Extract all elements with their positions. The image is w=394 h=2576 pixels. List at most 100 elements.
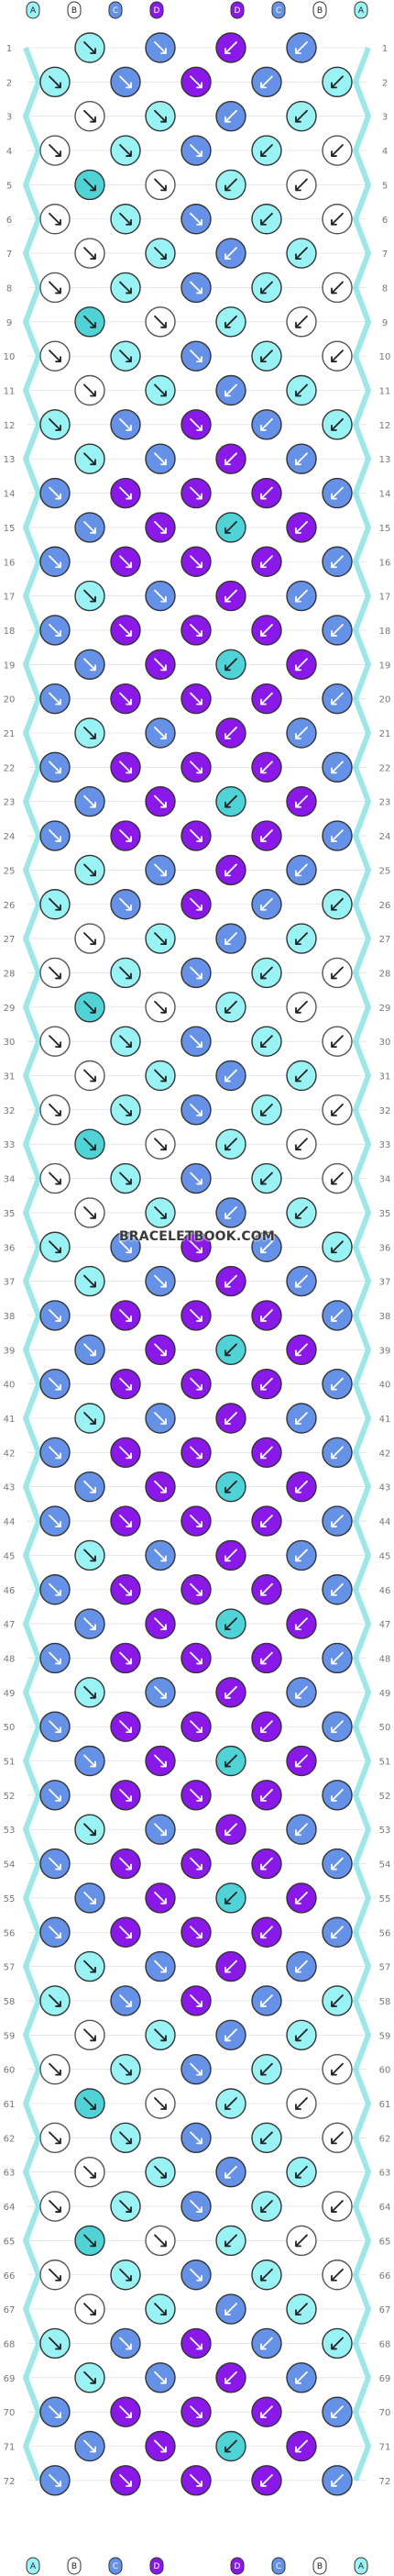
- arrow-down-right-icon: [83, 41, 96, 54]
- row-number-right: 32: [379, 1106, 391, 1116]
- bottom-strand-C: [271, 2557, 286, 2575]
- row-number-right: 48: [379, 1654, 391, 1664]
- row-number-left: 35: [4, 1209, 16, 1219]
- arrow-down-right-icon: [154, 2439, 167, 2453]
- strand-label: D: [235, 6, 241, 16]
- row-number-left: 50: [4, 1723, 16, 1733]
- row-number-right: 66: [379, 2271, 391, 2282]
- arrow-down-left-icon: [295, 1960, 308, 1973]
- arrow-down-right-icon: [190, 1651, 202, 1665]
- arrow-down-left-icon: [260, 829, 273, 842]
- arrow-down-left-icon: [331, 2473, 344, 2487]
- arrow-down-right-icon: [49, 761, 61, 774]
- arrow-down-right-icon: [49, 1377, 61, 1391]
- arrow-down-right-icon: [49, 350, 61, 363]
- arrow-down-right-icon: [83, 932, 96, 945]
- arrow-down-left-icon: [331, 486, 344, 500]
- arrow-down-left-icon: [224, 2303, 237, 2315]
- arrow-down-right-icon: [49, 1651, 61, 1665]
- row-number-right: 10: [379, 352, 391, 362]
- arrow-down-left-icon: [295, 932, 308, 945]
- arrow-down-left-icon: [331, 1926, 344, 1939]
- row-number-right: 25: [379, 866, 391, 876]
- row-number-left: 63: [4, 2169, 16, 2179]
- arrow-down-right-icon: [83, 2303, 96, 2315]
- arrow-down-right-icon: [49, 2131, 61, 2145]
- arrow-down-left-icon: [331, 1446, 344, 1460]
- arrow-down-right-icon: [119, 212, 132, 226]
- row-number-left: 59: [4, 2031, 16, 2041]
- arrow-down-left-icon: [295, 1206, 308, 1219]
- arrow-down-right-icon: [119, 1994, 132, 2007]
- arrow-down-right-icon: [49, 1240, 61, 1254]
- arrow-down-left-icon: [224, 1960, 237, 1973]
- arrow-down-right-icon: [190, 555, 202, 569]
- arrow-down-right-icon: [49, 2405, 61, 2419]
- arrow-down-right-icon: [49, 212, 61, 226]
- arrow-down-left-icon: [331, 1515, 344, 1527]
- arrow-down-left-icon: [224, 315, 237, 328]
- strand-label: A: [358, 2562, 365, 2571]
- row-number-right: 72: [379, 2477, 391, 2487]
- row-number-left: 43: [4, 1483, 16, 1493]
- row-number-right: 67: [379, 2305, 391, 2315]
- row-number-right: 52: [379, 1792, 391, 1802]
- row-number-right: 47: [379, 1620, 391, 1630]
- arrow-down-left-icon: [260, 2405, 273, 2419]
- arrow-down-left-icon: [295, 41, 308, 54]
- arrow-down-left-icon: [260, 555, 273, 569]
- top-strand-B: [312, 1, 327, 19]
- arrow-down-left-icon: [260, 486, 273, 500]
- arrow-down-left-icon: [295, 178, 308, 192]
- arrow-down-right-icon: [119, 624, 132, 637]
- arrow-down-right-icon: [154, 932, 167, 945]
- arrow-down-right-icon: [190, 1377, 202, 1391]
- row-number-left: 38: [4, 1312, 16, 1322]
- row-number-right: 45: [379, 1551, 391, 1561]
- arrow-down-right-icon: [154, 1960, 167, 1973]
- arrow-down-right-icon: [49, 1103, 61, 1116]
- arrow-down-right-icon: [190, 692, 202, 705]
- arrow-down-left-icon: [331, 624, 344, 637]
- arrow-down-left-icon: [295, 1138, 308, 1151]
- arrow-down-right-icon: [190, 1788, 202, 1802]
- arrow-down-left-icon: [260, 2268, 273, 2282]
- arrow-down-right-icon: [190, 2473, 202, 2487]
- arrow-down-right-icon: [190, 212, 202, 226]
- arrow-down-right-icon: [83, 1617, 96, 1630]
- row-number-left: 19: [4, 661, 16, 671]
- row-number-left: 41: [4, 1415, 16, 1425]
- arrow-down-right-icon: [49, 1788, 61, 1802]
- arrow-down-left-icon: [224, 2371, 237, 2384]
- arrow-down-left-icon: [224, 2439, 237, 2453]
- arrow-down-left-icon: [260, 417, 273, 431]
- arrow-down-right-icon: [154, 178, 167, 192]
- arrow-down-right-icon: [190, 144, 202, 157]
- arrow-down-right-icon: [83, 658, 96, 672]
- arrow-down-right-icon: [49, 144, 61, 157]
- row-number-right: 69: [379, 2374, 391, 2384]
- arrow-down-right-icon: [154, 2028, 167, 2042]
- row-number-right: 42: [379, 1449, 391, 1459]
- row-number-right: 7: [382, 250, 388, 260]
- row-number-left: 33: [4, 1140, 16, 1150]
- arrow-down-right-icon: [154, 247, 167, 260]
- arrow-down-right-icon: [154, 1069, 167, 1083]
- arrow-down-left-icon: [295, 589, 308, 603]
- arrow-down-left-icon: [260, 1651, 273, 1665]
- row-number-right: 46: [379, 1586, 391, 1596]
- arrow-down-right-icon: [83, 1412, 96, 1425]
- arrow-down-right-icon: [49, 2062, 61, 2076]
- arrow-down-right-icon: [154, 1754, 167, 1768]
- arrow-down-left-icon: [295, 1617, 308, 1630]
- arrow-down-left-icon: [331, 2131, 344, 2145]
- arrow-down-left-icon: [331, 761, 344, 774]
- arrow-down-left-icon: [224, 383, 237, 397]
- row-number-left: 39: [4, 1346, 16, 1356]
- top-strand-B: [67, 1, 82, 19]
- arrow-down-right-icon: [83, 1274, 96, 1288]
- arrow-down-left-icon: [260, 692, 273, 705]
- arrow-down-right-icon: [154, 727, 167, 739]
- arrow-down-right-icon: [154, 2371, 167, 2384]
- arrow-down-right-icon: [154, 1892, 167, 1904]
